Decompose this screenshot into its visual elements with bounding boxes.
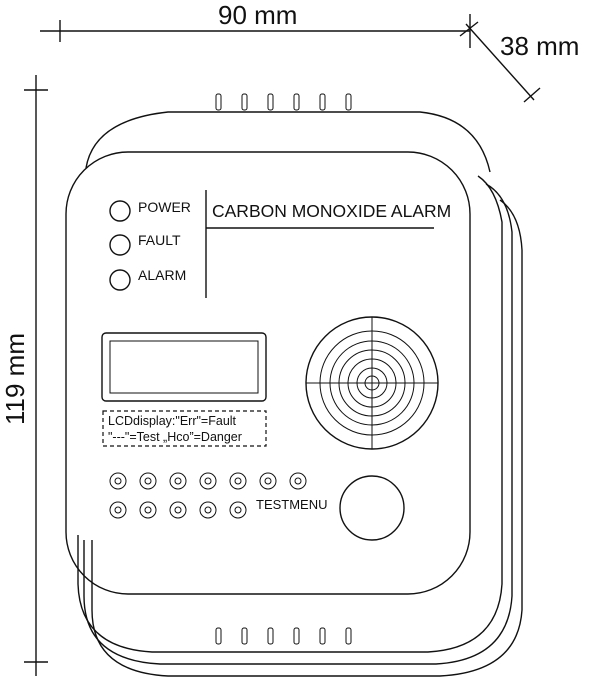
height-label: 119 mm xyxy=(0,333,30,425)
device-front-face xyxy=(65,151,471,595)
lcd-note-box xyxy=(102,410,267,447)
device-title: CARBON MONOXIDE ALARM xyxy=(212,201,451,221)
device-top-cap xyxy=(85,93,491,173)
alarm-led-icon xyxy=(109,269,131,291)
test-menu-label: TESTMENU xyxy=(256,497,328,512)
height-dimension: 119 mm xyxy=(0,75,48,676)
power-led-icon xyxy=(109,200,131,222)
top-vents xyxy=(215,93,352,111)
sensor-holes xyxy=(109,472,307,519)
depth-label: 38 mm xyxy=(500,31,579,61)
lcd-display xyxy=(101,332,267,402)
width-label: 90 mm xyxy=(218,0,297,30)
fault-led-icon xyxy=(109,234,131,256)
test-button xyxy=(339,475,405,541)
indicator-fault-label: FAULT xyxy=(138,232,181,248)
lcd-note-line2: "---"=Test „Hco”=Danger xyxy=(108,430,242,444)
bottom-vents xyxy=(215,627,352,645)
depth-dimension: 38 mm xyxy=(459,21,579,103)
indicator-power: POWER xyxy=(109,199,191,222)
speaker-grille-icon xyxy=(305,316,439,450)
indicator-alarm: ALARM xyxy=(109,267,186,291)
indicator-alarm-label: ALARM xyxy=(138,267,186,283)
width-dimension: 90 mm xyxy=(40,0,471,48)
lcd-note-line1: LCDdisplay:"Err"=Fault xyxy=(108,414,237,428)
device-back-layers xyxy=(77,175,523,677)
indicator-fault: FAULT xyxy=(109,232,181,256)
indicator-power-label: POWER xyxy=(138,199,191,215)
